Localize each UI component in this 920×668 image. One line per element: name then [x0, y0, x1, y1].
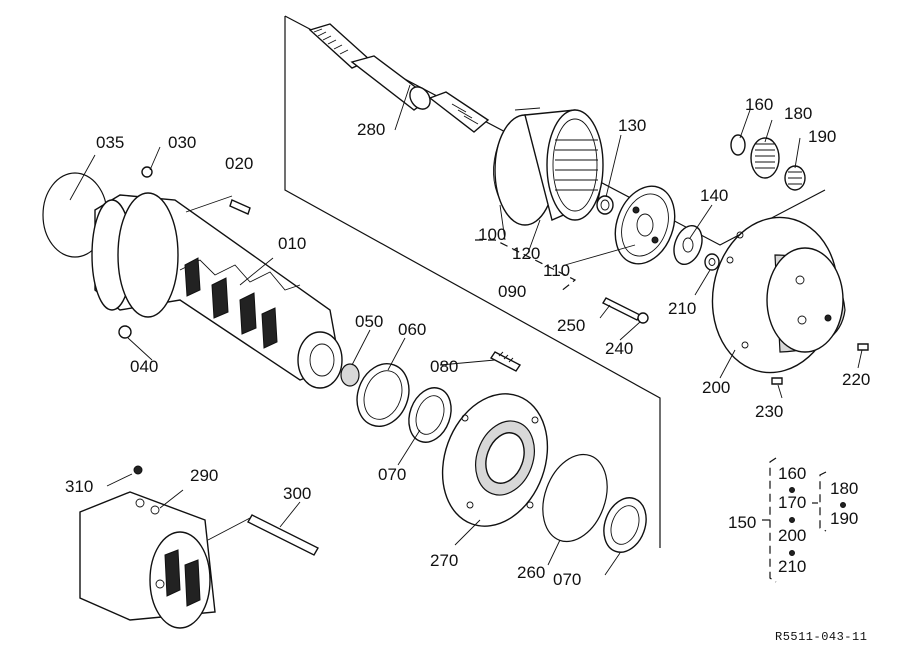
kit-item-1: 160 — [778, 464, 806, 483]
nut-240 — [637, 312, 649, 324]
kit-item-4: 210 — [778, 557, 806, 576]
label-090: 090 — [498, 282, 526, 301]
bearing-070b — [603, 497, 647, 553]
label-080: 080 — [430, 357, 458, 376]
label-200: 200 — [702, 378, 730, 397]
axle-shaft-280 — [308, 23, 490, 133]
label-010: 010 — [278, 234, 306, 253]
label-070-left: 070 — [378, 465, 406, 484]
label-210: 210 — [668, 299, 696, 318]
kit-sub-1: 180 — [830, 479, 858, 498]
hub-carrier-270 — [441, 393, 549, 527]
thrust-plate-140 — [673, 224, 703, 266]
ring-gear-120 — [494, 109, 604, 226]
axle-housing-010 — [91, 192, 343, 389]
snap-ring-100-b — [514, 107, 541, 111]
bolt-220 — [857, 343, 869, 351]
label-180: 180 — [784, 104, 812, 123]
planet-gear-180 — [750, 137, 780, 179]
label-260: 260 — [517, 563, 545, 582]
plug-040 — [118, 325, 132, 339]
bolt-030 — [141, 166, 153, 178]
label-060: 060 — [398, 320, 426, 339]
label-270: 270 — [430, 551, 458, 570]
group-outline-top — [284, 15, 826, 246]
washer-210 — [704, 253, 720, 271]
label-130: 130 — [618, 116, 646, 135]
label-035: 035 — [96, 133, 124, 152]
planetary-hub-200 — [711, 216, 846, 374]
bracket-090 — [475, 239, 577, 293]
kit-item-3: 200 — [778, 526, 806, 545]
reference-code: R5511-043-11 — [775, 630, 867, 644]
label-020: 020 — [225, 154, 253, 173]
snap-ring-100 — [493, 144, 501, 201]
snap-ring-160 — [730, 134, 746, 156]
label-030: 030 — [168, 133, 196, 152]
kit-legend: 150 160 170 200 210 180 190 — [728, 457, 858, 583]
needle-bearing-190 — [784, 165, 806, 191]
label-290: 290 — [190, 466, 218, 485]
bolt-230 — [771, 377, 783, 385]
label-230: 230 — [755, 402, 783, 421]
spacer-060 — [356, 363, 410, 427]
label-040: 040 — [130, 357, 158, 376]
label-070-right: 070 — [553, 570, 581, 589]
seal-050 — [340, 363, 360, 387]
label-110: 110 — [543, 261, 570, 280]
leader-lines — [69, 84, 863, 576]
label-120: 120 — [512, 244, 540, 263]
bolt-020 — [229, 199, 251, 215]
label-310: 310 — [65, 477, 93, 496]
label-050: 050 — [355, 312, 383, 331]
label-140: 140 — [700, 186, 728, 205]
group-outline — [284, 16, 661, 548]
label-300: 300 — [283, 484, 311, 503]
label-160: 160 — [745, 95, 773, 114]
leader-020 — [185, 195, 233, 213]
label-190: 190 — [808, 127, 836, 146]
label-100: 100 — [478, 225, 506, 244]
bolt-300 — [247, 514, 319, 556]
kit-main-label: 150 — [728, 513, 756, 532]
label-220: 220 — [842, 370, 870, 389]
label-240: 240 — [605, 339, 633, 358]
label-280: 280 — [357, 120, 385, 139]
kit-sub-2: 190 — [830, 509, 858, 528]
inset-housing-290 — [79, 491, 216, 629]
planet-carrier-110 — [614, 185, 676, 265]
stud-080 — [489, 351, 522, 372]
bearing-070a — [408, 387, 452, 443]
plug-310 — [133, 465, 143, 475]
washer-130 — [596, 195, 614, 215]
stud-250 — [602, 297, 641, 321]
label-250: 250 — [557, 316, 585, 335]
kit-item-2: 170 — [778, 493, 806, 512]
